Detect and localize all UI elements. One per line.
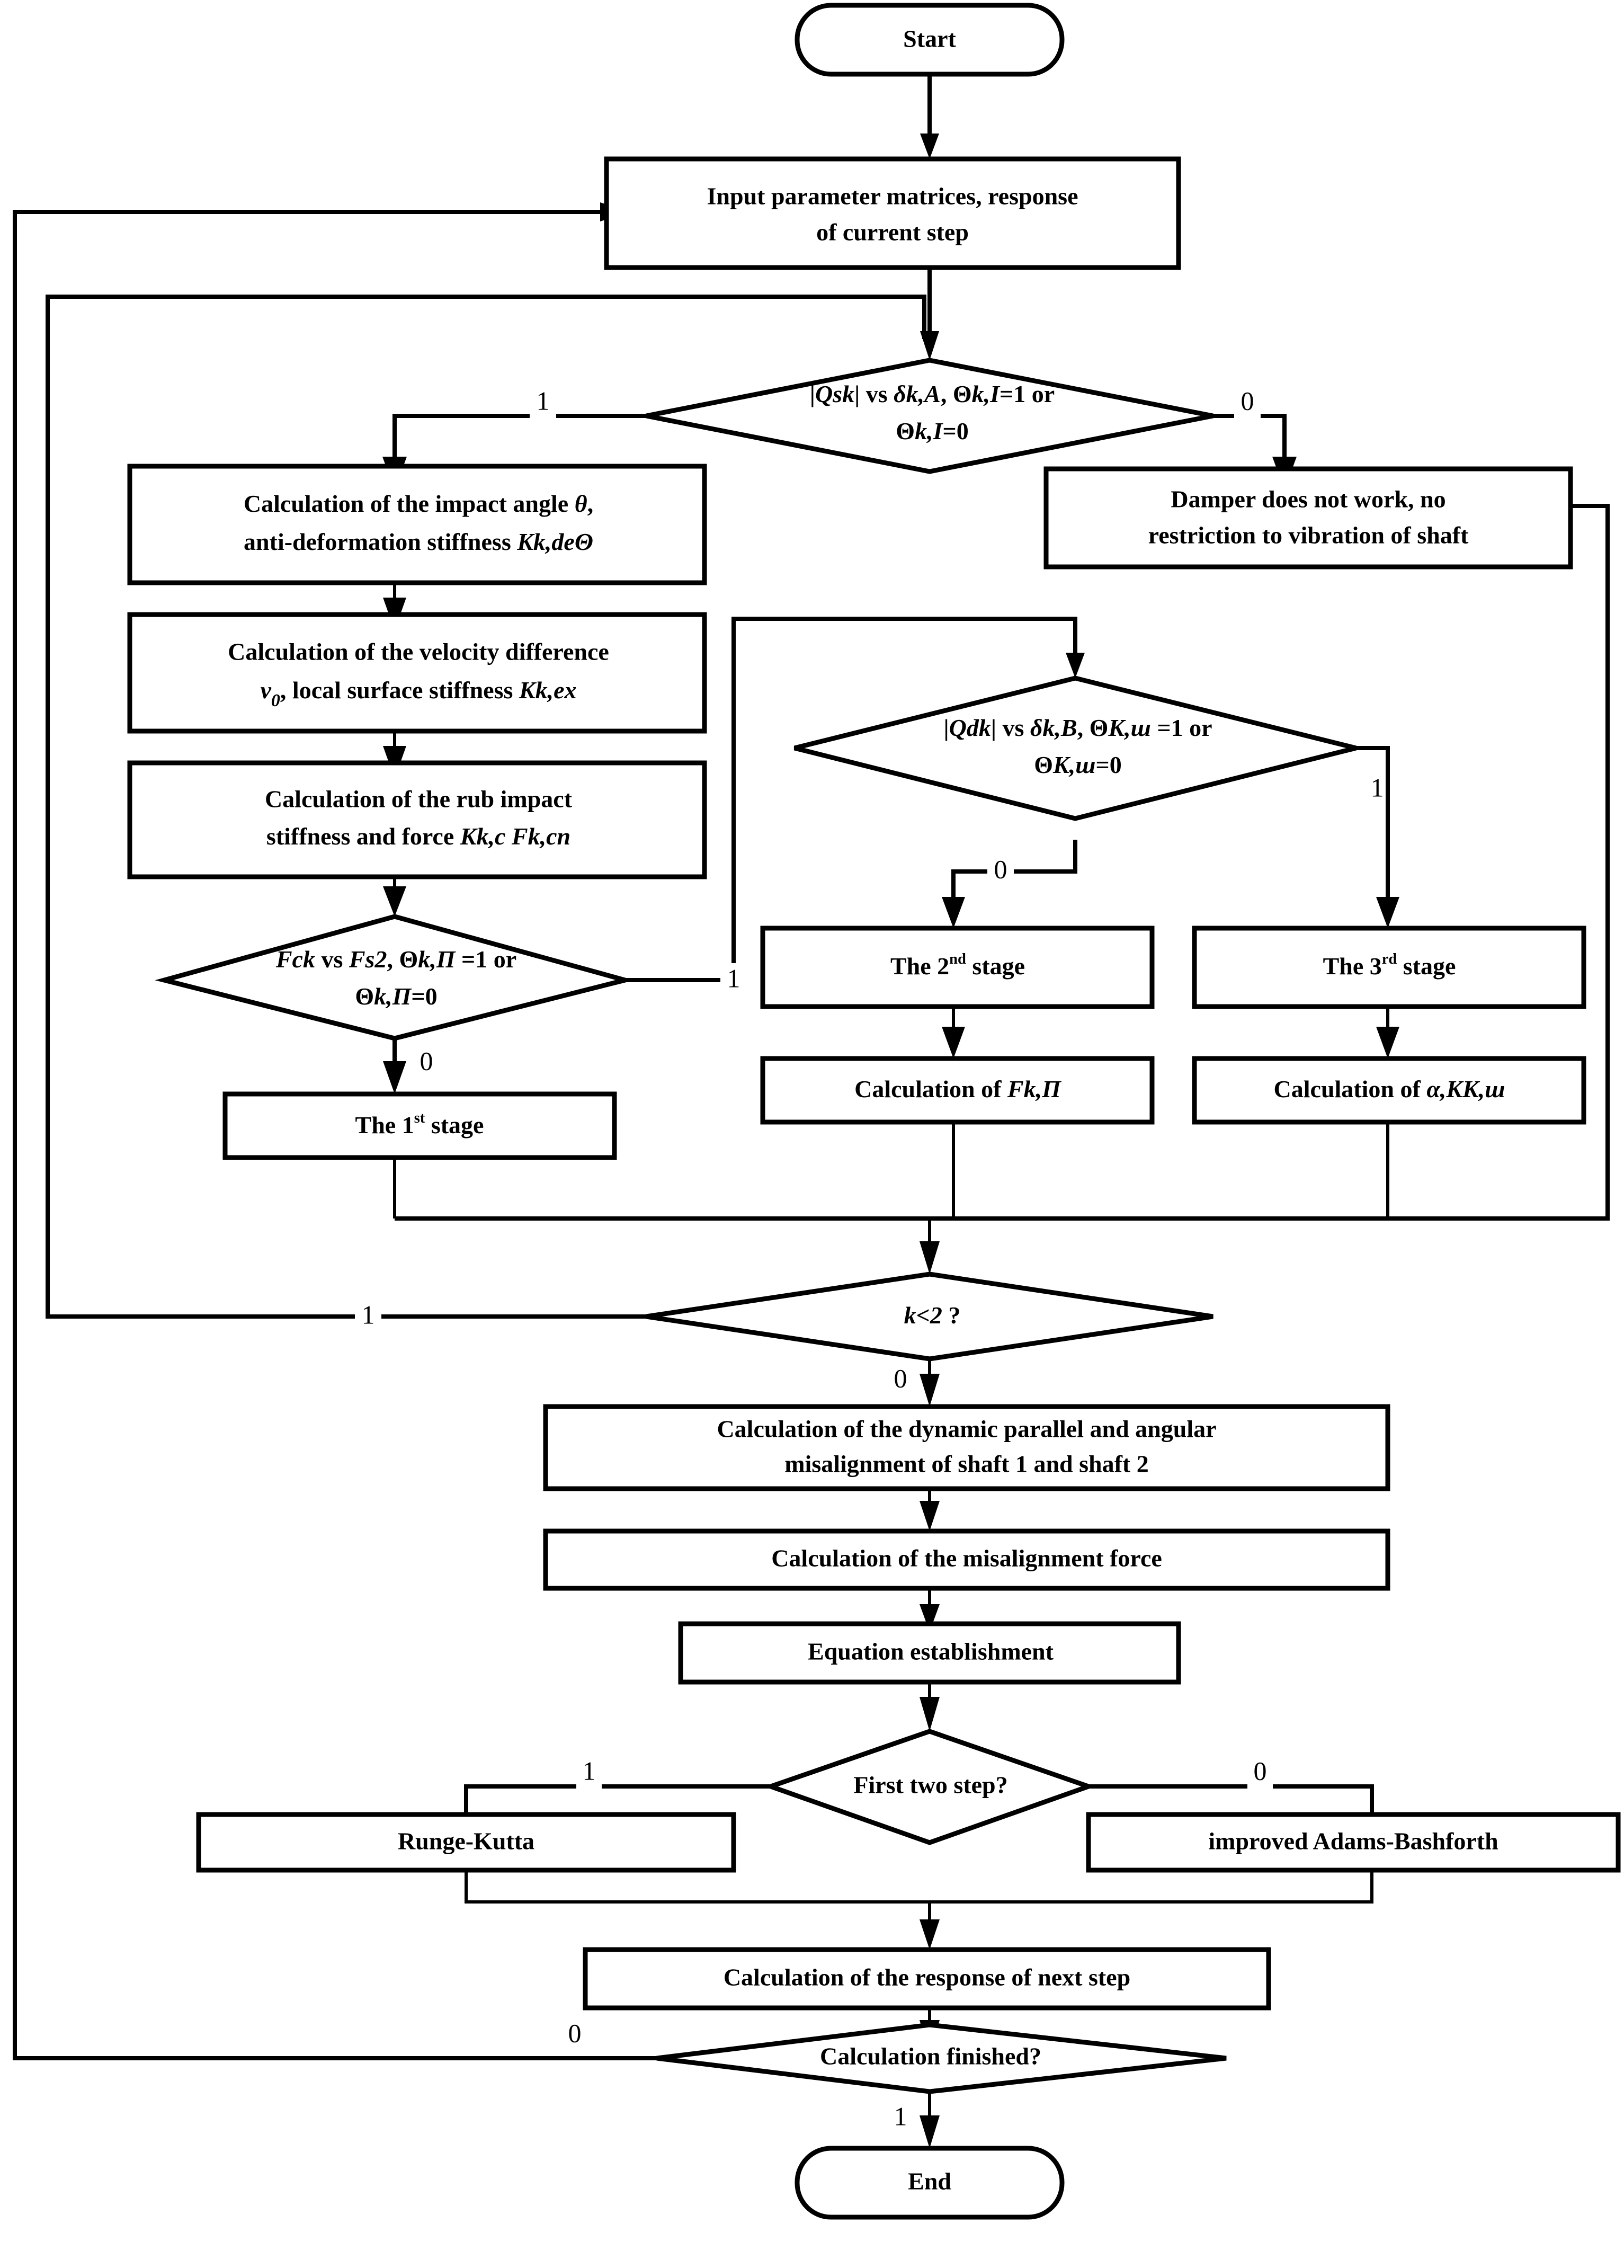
branch-label-finished-true: 1 — [894, 2101, 907, 2131]
node-decision-fck-line2: Θk,П=0 — [355, 983, 437, 1010]
branch-label-k2-false: 0 — [894, 1363, 907, 1393]
connector-equation-to-firsttwo — [920, 1682, 940, 1731]
branch-label-fck-true: 1 — [727, 963, 740, 993]
branch-label-fck-false: 0 — [420, 1046, 433, 1075]
branch-label-qdk-false: 0 — [994, 854, 1007, 884]
node-end-label: End — [908, 2168, 951, 2195]
node-damper-line1: Damper does not work, no — [1171, 486, 1445, 513]
connector-qdk-true — [1356, 746, 1399, 928]
connector-qdk-false — [942, 840, 1077, 928]
node-input-parameters[interactable]: Input parameter matrices, response of cu… — [604, 156, 1181, 270]
node-impact-angle-line1: Calculation of the impact angle θ, — [244, 490, 593, 517]
node-stage-3-label: The 3rd stage — [1323, 951, 1456, 980]
node-misalign-line2: misalignment of shaft 1 and shaft 2 — [784, 1451, 1149, 1478]
node-impact-angle-line2: anti-deformation stiffness Kk,deΘ — [244, 528, 593, 555]
node-stage-2-label: The 2nd stage — [890, 951, 1025, 980]
node-misalign-force-label: Calculation of the misalignment force — [771, 1545, 1162, 1572]
connector-rub-to-fck — [383, 877, 406, 917]
node-velocity-difference[interactable]: Calculation of the velocity difference ν… — [127, 612, 707, 734]
node-decision-qsk-line1: |Qsk| vs δk,A, Θk,I=1 or — [810, 380, 1055, 407]
connector-methods-merge — [465, 1867, 1373, 1950]
connector-merge-bar — [393, 1120, 1608, 1221]
connector-stage2-to-fkp — [942, 1007, 965, 1059]
node-decision-qdk-line1: |Qdk| vs δk,B, ΘK,ш =1 or — [943, 714, 1212, 741]
branch-labels: 1 0 1 0 0 1 1 0 1 0 0 1 — [355, 386, 1384, 2131]
node-response-next-step[interactable]: Calculation of the response of next step — [583, 1947, 1271, 2011]
branch-label-qsk-false: 0 — [1241, 386, 1254, 415]
branch-label-finished-false: 0 — [568, 2018, 582, 2048]
node-misalignment-force[interactable]: Calculation of the misalignment force — [543, 1528, 1390, 1591]
node-rub-impact[interactable]: Calculation of the rub impact stiffness … — [127, 760, 707, 879]
branch-label-firsttwo-true: 1 — [583, 1756, 596, 1785]
node-damper-line2: restriction to vibration of shaft — [1148, 522, 1469, 549]
node-adams-bashforth[interactable]: improved Adams-Bashforth — [1086, 1812, 1621, 1873]
node-input-line2: of current step — [816, 219, 969, 246]
branch-label-firsttwo-false: 0 — [1254, 1756, 1267, 1785]
node-decision-k2[interactable]: k<2 ? — [646, 1271, 1213, 1362]
connector-misaligncalc-to-force — [920, 1486, 940, 1531]
node-decision-qsk[interactable]: |Qsk| vs δk,A, Θk,I=1 or Θk,I=0 — [646, 358, 1213, 474]
node-start[interactable]: Start — [795, 3, 1065, 77]
node-stage-2[interactable]: The 2nd stage — [760, 926, 1155, 1009]
branch-label-qsk-true: 1 — [537, 386, 550, 415]
branch-label-k2-true: 1 — [362, 1300, 375, 1329]
node-start-label: Start — [903, 25, 956, 52]
connector-merge-to-k2 — [920, 1219, 940, 1274]
node-misalignment-calc[interactable]: Calculation of the dynamic parallel and … — [543, 1404, 1390, 1491]
node-decision-fck[interactable]: Fck vs Fs2, Θk,П =1 or Θk,П=0 — [155, 914, 635, 1041]
node-damper-no-work[interactable]: Damper does not work, no restriction to … — [1043, 466, 1573, 570]
node-decision-finished-label: Calculation finished? — [820, 2043, 1041, 2070]
connector-k2-false — [920, 1356, 940, 1407]
connector-firsttwo-false — [1088, 1784, 1374, 1815]
node-decision-qdk-line2: ΘK,ш=0 — [1034, 751, 1122, 778]
node-calc-fkp[interactable]: Calculation of Fk,П — [760, 1056, 1155, 1125]
connector-firsttwo-true — [464, 1784, 771, 1815]
node-decision-qdk[interactable]: |Qdk| vs δk,B, ΘK,ш =1 or ΘK,ш=0 — [793, 675, 1357, 821]
connector-fck-false — [383, 1036, 406, 1094]
node-equation-establishment[interactable]: Equation establishment — [678, 1621, 1181, 1685]
node-runge-kutta-label: Runge-Kutta — [398, 1828, 534, 1855]
node-rub-impact-line1: Calculation of the rub impact — [265, 786, 573, 813]
node-misalign-line1: Calculation of the dynamic parallel and … — [717, 1416, 1216, 1443]
node-stage-1[interactable]: The 1st stage — [222, 1091, 617, 1160]
connector-finished-true — [920, 2093, 940, 2148]
node-decision-firsttwo-label: First two step? — [853, 1772, 1007, 1799]
connector-start-to-input — [920, 74, 939, 159]
node-impact-angle[interactable]: Calculation of the impact angle θ, anti-… — [127, 464, 707, 585]
connector-fck-true — [625, 617, 1085, 982]
node-stage-1-label: The 1st stage — [355, 1110, 484, 1139]
node-input-line1: Input parameter matrices, response — [707, 183, 1078, 210]
connector-stage3-to-akk — [1376, 1007, 1399, 1059]
node-stage-3[interactable]: The 3rd stage — [1192, 926, 1586, 1009]
node-velocity-line2: ν0, local surface stiffness Kk,ex — [260, 677, 576, 711]
node-response-next-label: Calculation of the response of next step — [724, 1964, 1130, 1991]
node-calc-fkp-label: Calculation of Fk,П — [854, 1075, 1061, 1102]
node-runge-kutta[interactable]: Runge-Kutta — [196, 1812, 736, 1873]
node-velocity-line1: Calculation of the velocity difference — [228, 638, 609, 665]
node-decision-k2-label: k<2 ? — [904, 1302, 961, 1329]
node-decision-fck-line1: Fck vs Fs2, Θk,П =1 or — [275, 946, 516, 973]
node-end[interactable]: End — [795, 2146, 1065, 2220]
connector-k2-true-loop — [46, 295, 926, 1319]
node-decision-calculation-finished[interactable]: Calculation finished? — [656, 2022, 1227, 2094]
node-decision-qsk-line2: Θk,I=0 — [896, 417, 968, 444]
node-decision-first-two-step[interactable]: First two step? — [763, 1729, 1096, 1845]
node-equation-label: Equation establishment — [808, 1638, 1054, 1665]
branch-label-qdk-true: 1 — [1371, 772, 1384, 802]
node-rub-impact-line2: stiffness and force Kk,c Fk,cn — [266, 823, 570, 850]
node-adams-label: improved Adams-Bashforth — [1208, 1828, 1498, 1855]
node-calc-akk-label: Calculation of α,KK,ш — [1274, 1075, 1505, 1102]
node-calc-akk[interactable]: Calculation of α,KK,ш — [1192, 1056, 1586, 1125]
